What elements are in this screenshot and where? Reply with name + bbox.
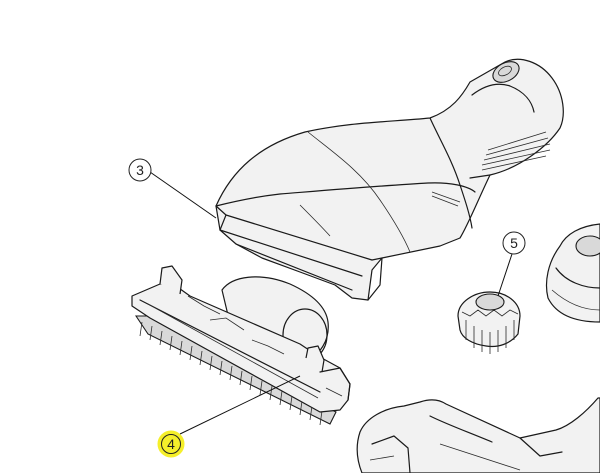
callout-4: 4 bbox=[157, 430, 185, 458]
callout-5: 5 bbox=[502, 231, 526, 255]
callout-3: 3 bbox=[128, 158, 152, 182]
callout-5-label: 5 bbox=[510, 235, 518, 251]
callout-3-label: 3 bbox=[136, 162, 144, 178]
brush-attachment-part bbox=[131, 265, 351, 426]
nozzle-tool-part bbox=[215, 58, 564, 301]
partial-lower-part bbox=[356, 397, 600, 473]
leader-line-3 bbox=[149, 171, 217, 219]
callout-4-label: 4 bbox=[167, 436, 175, 452]
knob-cap-part bbox=[457, 291, 521, 354]
leader-line-5 bbox=[497, 253, 513, 297]
leader-line-4 bbox=[179, 375, 301, 435]
partial-dome-part bbox=[545, 223, 600, 323]
leader-lines bbox=[149, 171, 513, 435]
